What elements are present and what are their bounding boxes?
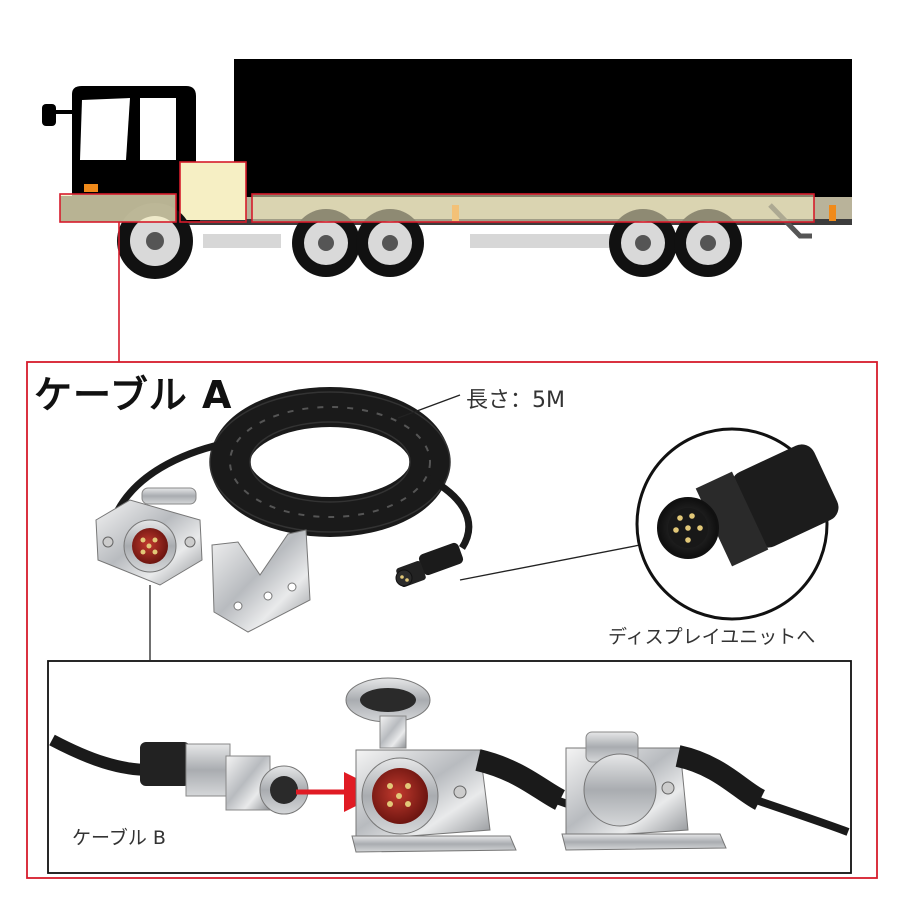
cable-a-frame [26,361,878,879]
socket-connector [95,487,203,586]
truck-illustration [42,59,852,362]
rear-lamp [829,205,836,221]
socket-closed-lid [561,731,850,851]
cable-a-title: ケーブル A [34,373,233,417]
display-plug [395,542,464,587]
cable-coil [114,387,473,550]
display-unit-label: ディスプレイユニットへ [608,626,816,648]
install-highlight [59,161,815,223]
cable-b-plug [49,734,309,815]
cable-b-frame [47,660,852,874]
plug-zoom-circle [635,427,839,621]
cargo-box [234,59,852,201]
mounting-bracket [211,529,311,633]
cable-b-label: ケーブル B [72,827,166,849]
cable-length-label: 長さ：5M [466,388,565,413]
